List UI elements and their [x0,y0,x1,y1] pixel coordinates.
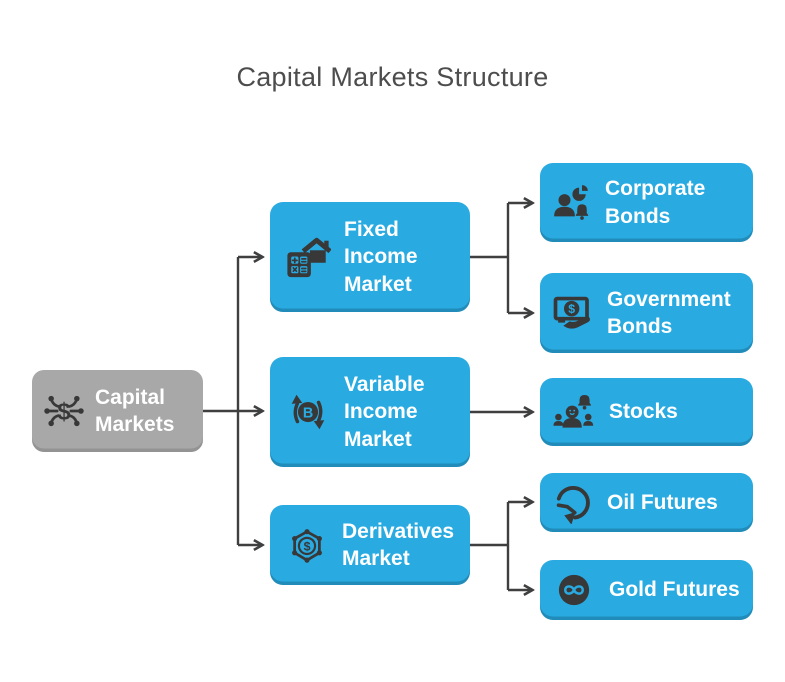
node-government-bonds: $ Government Bonds [540,273,753,353]
node-capital-markets-label: Capital Markets [95,385,175,436]
person-group-bell-icon [552,390,596,434]
node-fixed-income-market-label: Fixed Income Market [344,218,418,296]
dollar-hex-network-icon: $ [285,523,329,567]
node-oil-futures-label: Oil Futures [607,490,718,514]
node-capital-markets: $ Capital Markets [32,370,203,452]
node-stocks-label: Stocks [609,400,678,424]
money-screen-hand-icon: $ [552,292,594,334]
svg-text:$: $ [57,398,70,425]
money-network-icon: $ [42,389,86,433]
person-pie-bell-icon [552,183,592,223]
svg-text:$: $ [568,302,575,316]
node-variable-income-market: B Variable Income Market [270,357,470,467]
clockwise-arrow-gauge-icon [552,482,594,524]
svg-text:$: $ [304,539,311,553]
node-gold-futures-label: Gold Futures [609,578,740,602]
infinity-circle-icon [552,568,596,612]
svg-text:B: B [303,405,313,421]
node-variable-income-market-label: Variable Income Market [344,373,425,451]
node-oil-futures: Oil Futures [540,473,753,532]
node-corporate-bonds-label: Corporate Bonds [605,177,706,228]
bitcoin-exchange-icon: B [285,389,331,435]
node-derivatives-market: $ Derivatives Market [270,505,470,585]
house-calculator-icon [285,234,331,280]
node-government-bonds-label: Government Bonds [607,287,731,338]
diagram-title: Capital Markets Structure [236,62,549,92]
node-derivatives-market-label: Derivatives Market [342,519,455,570]
node-fixed-income-market: Fixed Income Market [270,202,470,312]
node-stocks: Stocks [540,378,753,446]
node-corporate-bonds: Corporate Bonds [540,163,753,242]
node-gold-futures: Gold Futures [540,560,753,620]
